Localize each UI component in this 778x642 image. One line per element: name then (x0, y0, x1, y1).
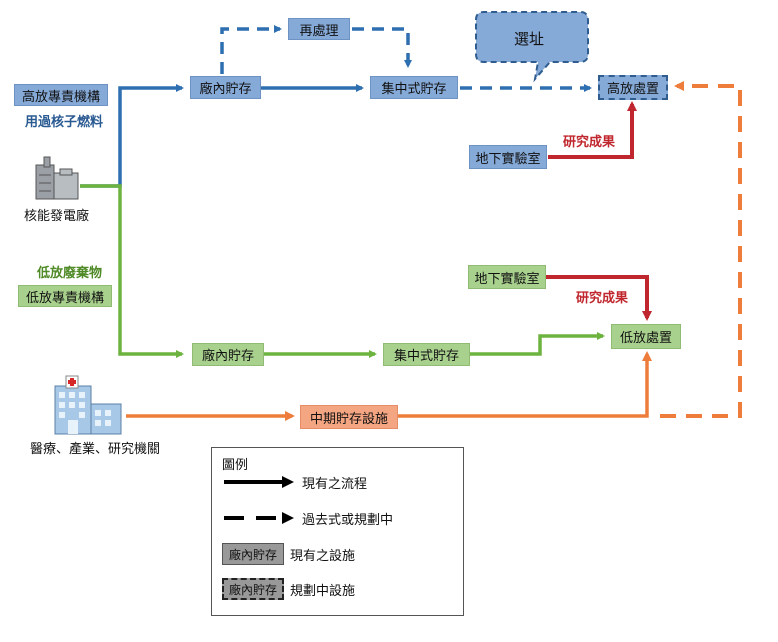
legend-planned-facility: 廠內貯存 規劃中設施 (222, 578, 355, 600)
legend-dashed-box: 廠內貯存 (222, 578, 284, 600)
legend-existing-facility-label: 現有之設施 (290, 548, 356, 564)
high-research-results-label: 研究成果 (563, 135, 616, 150)
green-line-plant-to-onsite (80, 184, 184, 358)
hospital-icon (54, 375, 122, 435)
high-level-agency-label: 高放專責機構 (14, 84, 108, 106)
legend-existing-flow: 現有之流程 (222, 472, 367, 492)
low-onsite-storage-box: 廠內貯存 (192, 343, 264, 366)
power-plant-icon (35, 156, 79, 200)
red-line-ulab-to-low-disposal (545, 275, 652, 321)
reprocessing-box: 再處理 (288, 18, 350, 40)
dashed-arrow-icon (224, 512, 294, 524)
green-line-central-to-disposal (470, 332, 605, 356)
orange-line-interim-to-low-disposal (398, 351, 652, 418)
legend-planned-flow: 過去式或規劃中 (222, 508, 393, 528)
legend-existing-facility: 廠內貯存 現有之設施 (222, 543, 355, 565)
low-level-waste-label: 低放廢棄物 (37, 266, 103, 281)
high-level-disposal-box: 高放處置 (598, 75, 668, 100)
high-underground-lab-box: 地下實驗室 (469, 145, 547, 169)
solid-arrow-icon (224, 476, 294, 488)
siting-bubble-shape (475, 11, 589, 83)
blue-dashed-reprocess-out (352, 27, 412, 68)
legend-title: 圖例 (222, 458, 249, 473)
high-onsite-storage-box: 廠內貯存 (190, 76, 261, 99)
medical-industry-research-label: 醫療、產業、研究機關 (30, 442, 161, 457)
legend-solid-box: 廠內貯存 (222, 543, 284, 565)
low-underground-lab-box: 地下實驗室 (468, 265, 546, 289)
low-central-storage-box: 集中式貯存 (383, 343, 470, 366)
legend-existing-flow-label: 現有之流程 (302, 476, 368, 492)
red-line-ulab-to-high-disposal (548, 101, 637, 159)
orange-dashed-to-high-disposal (660, 81, 742, 418)
interim-storage-facility-box: 中期貯存設施 (300, 405, 398, 429)
low-level-disposal-box: 低放處置 (611, 324, 681, 349)
low-level-agency-label: 低放專責機構 (18, 285, 112, 307)
npp-label: 核能發電廠 (24, 209, 90, 224)
high-central-storage-box: 集中式貯存 (370, 76, 458, 99)
legend: 圖例 現有之流程 過去式或規劃中 廠內貯存 現有之設施 廠內貯存 規劃中設施 (211, 447, 464, 616)
blue-dashed-reprocess-loop (220, 25, 282, 74)
legend-planned-facility-label: 規劃中設施 (290, 583, 356, 599)
siting-bubble-label: 選址 (514, 30, 545, 48)
low-research-results-label: 研究成果 (576, 291, 629, 306)
spent-fuel-label: 用過核子燃料 (25, 115, 104, 130)
legend-planned-flow-label: 過去式或規劃中 (302, 512, 394, 528)
